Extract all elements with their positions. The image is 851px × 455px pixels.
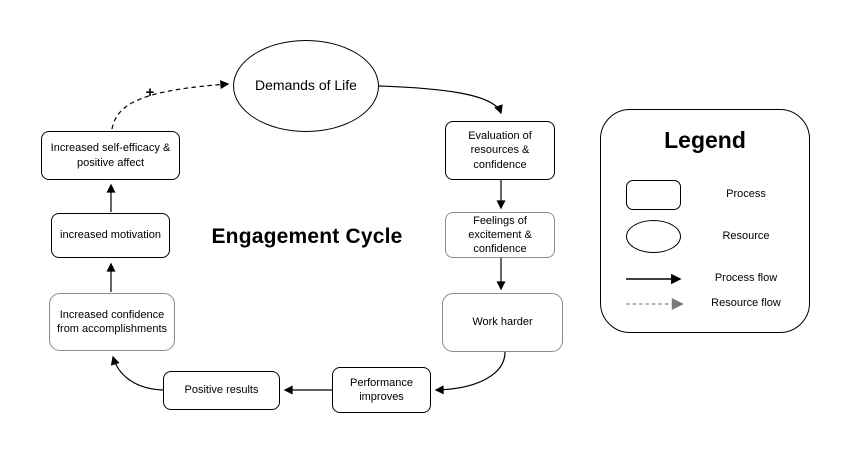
- legend-dashed-arrow-icon: [626, 298, 684, 310]
- node-feelings: Feelings of excitement & confidence: [445, 212, 555, 258]
- node-feelings-label: Feelings of excitement & confidence: [468, 214, 532, 256]
- diagram-title: Engagement Cycle: [211, 225, 403, 248]
- legend-resource-shape-icon: [626, 220, 681, 253]
- node-self-efficacy-label: Increased self-efficacy & positive affec…: [50, 142, 171, 169]
- arrow-demands-to-evaluation: [378, 85, 503, 115]
- node-self-efficacy: Increased self-efficacy & positive affec…: [41, 131, 180, 180]
- node-increased-confidence: Increased confidence from accomplishment…: [49, 293, 175, 351]
- legend-resource-flow-label: Resource flow: [711, 297, 781, 309]
- node-increased-motivation: increased motivation: [51, 213, 170, 258]
- legend-title: Legend: [664, 127, 746, 153]
- legend-solid-arrow-icon: [626, 273, 682, 285]
- legend-process-shape-icon: [626, 180, 681, 210]
- node-evaluation: Evaluation of resources & confidence: [445, 121, 555, 180]
- node-performance-improves-label: Performance improves: [350, 376, 413, 403]
- node-positive-results-label: Positive results: [184, 384, 259, 397]
- legend-resource-label: Resource: [722, 230, 770, 242]
- node-demands-of-life-label: Demands of Life: [255, 77, 357, 94]
- node-work-harder-label: Work harder: [472, 316, 533, 329]
- plus-annotation: +: [145, 84, 155, 101]
- arrow-work-harder-to-performance: [434, 351, 506, 395]
- arrow-positive-results-to-confidence: [110, 355, 164, 391]
- arrow-self-efficacy-to-demands: [111, 80, 230, 130]
- node-demands-of-life: Demands of Life: [233, 40, 379, 132]
- node-work-harder: Work harder: [442, 293, 563, 352]
- legend-process-label: Process: [726, 188, 766, 200]
- node-performance-improves: Performance improves: [332, 367, 431, 413]
- legend-panel: Legend Process Resource Process flow Res…: [600, 109, 810, 333]
- node-evaluation-label: Evaluation of resources & confidence: [468, 130, 532, 171]
- node-increased-confidence-label: Increased confidence from accomplishment…: [56, 308, 168, 335]
- node-positive-results: Positive results: [163, 371, 280, 410]
- legend-process-flow-label: Process flow: [714, 272, 778, 284]
- node-increased-motivation-label: increased motivation: [60, 229, 161, 242]
